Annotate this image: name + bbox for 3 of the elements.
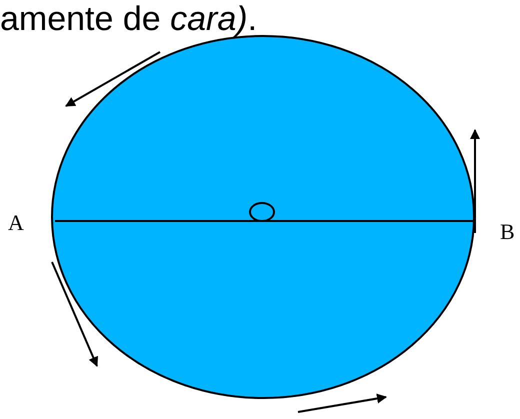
point-label: B: [500, 219, 515, 245]
point-label: A: [8, 210, 24, 236]
caption-text: amente de cara).: [0, 0, 258, 40]
